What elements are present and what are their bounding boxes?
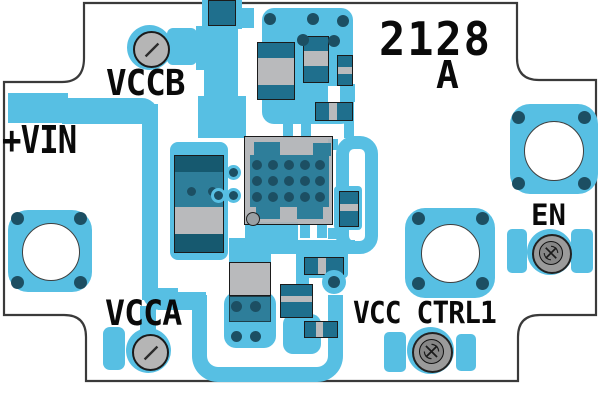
cap-body bbox=[281, 296, 312, 302]
en-pad-left bbox=[507, 229, 527, 273]
en-terminal-pin bbox=[539, 241, 563, 265]
cap-electrode bbox=[304, 66, 328, 82]
capacitor bbox=[208, 0, 236, 26]
cap-electrode bbox=[304, 37, 328, 51]
ic-pin-strip bbox=[317, 224, 327, 238]
cap-body bbox=[318, 258, 326, 274]
output-loop-trace bbox=[192, 295, 343, 382]
capacitor bbox=[304, 321, 338, 338]
cap-electrode bbox=[258, 85, 294, 99]
cap-electrode bbox=[305, 322, 316, 337]
ic-pin-strip bbox=[300, 224, 310, 238]
ctrl1-pad-right bbox=[456, 334, 476, 371]
revision-label: A bbox=[436, 53, 459, 97]
cap-electrode bbox=[340, 211, 358, 226]
component-body bbox=[229, 262, 271, 296]
cap-electrode bbox=[305, 258, 318, 274]
cap-electrode bbox=[323, 322, 337, 337]
en-pad-right bbox=[571, 229, 593, 273]
cap-body bbox=[258, 58, 294, 85]
ic-pad bbox=[297, 207, 323, 219]
vin-trace-horizontal bbox=[62, 98, 140, 124]
ic-pad bbox=[313, 143, 331, 156]
cap-electrode bbox=[338, 56, 352, 67]
screw-terminal-icon bbox=[543, 245, 559, 261]
vccb-testpoint-tab bbox=[167, 28, 197, 65]
mounting-hole-left bbox=[22, 223, 80, 281]
vcca-testpoint-connect bbox=[140, 306, 156, 332]
cap-electrode bbox=[281, 302, 312, 317]
cap-electrode bbox=[337, 103, 352, 120]
via-annular bbox=[211, 188, 226, 203]
vcc-ctrl1-label: VCC CTRL1 bbox=[353, 296, 497, 331]
capacitor bbox=[337, 55, 353, 86]
cap-electrode bbox=[316, 103, 329, 120]
vcca-testpoint bbox=[132, 334, 169, 371]
component-top bbox=[230, 263, 270, 295]
inductor-terminal bbox=[175, 156, 223, 172]
inductor-body bbox=[175, 207, 223, 234]
cap-electrode bbox=[258, 43, 294, 58]
via-annular bbox=[226, 165, 241, 180]
ctrl1-terminal-pin bbox=[419, 339, 444, 364]
mounting-hole-right bbox=[524, 121, 584, 181]
vin-entry-trace bbox=[8, 93, 68, 123]
vcca-testpoint-tab bbox=[103, 327, 125, 370]
pin1-marker bbox=[246, 212, 260, 226]
cap-body bbox=[209, 1, 235, 25]
screw-terminal-icon bbox=[423, 343, 440, 360]
ring-ic-connect bbox=[328, 228, 338, 239]
vin-label: +VIN bbox=[2, 118, 77, 162]
en-label: EN bbox=[531, 198, 566, 232]
cap-electrode bbox=[340, 192, 358, 204]
cap-connect-trace bbox=[340, 84, 355, 102]
cap-body bbox=[340, 204, 358, 211]
inductor bbox=[174, 155, 224, 253]
small-pad bbox=[240, 8, 254, 28]
capacitor bbox=[303, 36, 329, 83]
ic-pin-strip bbox=[301, 120, 311, 138]
testpoint-needle-icon bbox=[144, 42, 159, 57]
ctrl1-pad-left bbox=[384, 332, 406, 372]
vcca-label: VCCA bbox=[105, 294, 182, 334]
vccb-trace-pour bbox=[198, 96, 246, 138]
capacitor bbox=[339, 191, 359, 227]
vccb-testpoint bbox=[133, 31, 170, 68]
via-annular bbox=[322, 270, 346, 294]
vin-trace-vertical bbox=[142, 104, 158, 300]
cap-body bbox=[316, 322, 323, 337]
inductor-terminal bbox=[175, 234, 223, 252]
ic-pad bbox=[254, 142, 280, 155]
vccb-label: VCCB bbox=[106, 63, 186, 104]
cap-electrode bbox=[338, 74, 352, 85]
via-annular bbox=[226, 188, 241, 203]
cap-electrode bbox=[281, 285, 312, 296]
ic-pad bbox=[256, 207, 280, 219]
part-number-label: 2128 bbox=[379, 12, 492, 66]
ring-ic-connect bbox=[328, 139, 338, 150]
cap-body bbox=[329, 103, 337, 120]
capacitor bbox=[257, 42, 295, 100]
capacitor bbox=[280, 284, 313, 318]
vccb-trace-vertical bbox=[204, 26, 238, 102]
ic-pin-strip bbox=[283, 120, 293, 138]
testpoint-needle-icon bbox=[143, 345, 158, 360]
cap-body bbox=[338, 67, 352, 74]
capacitor bbox=[315, 102, 353, 121]
mounting-hole-center bbox=[421, 224, 480, 283]
cap-body bbox=[304, 51, 328, 66]
